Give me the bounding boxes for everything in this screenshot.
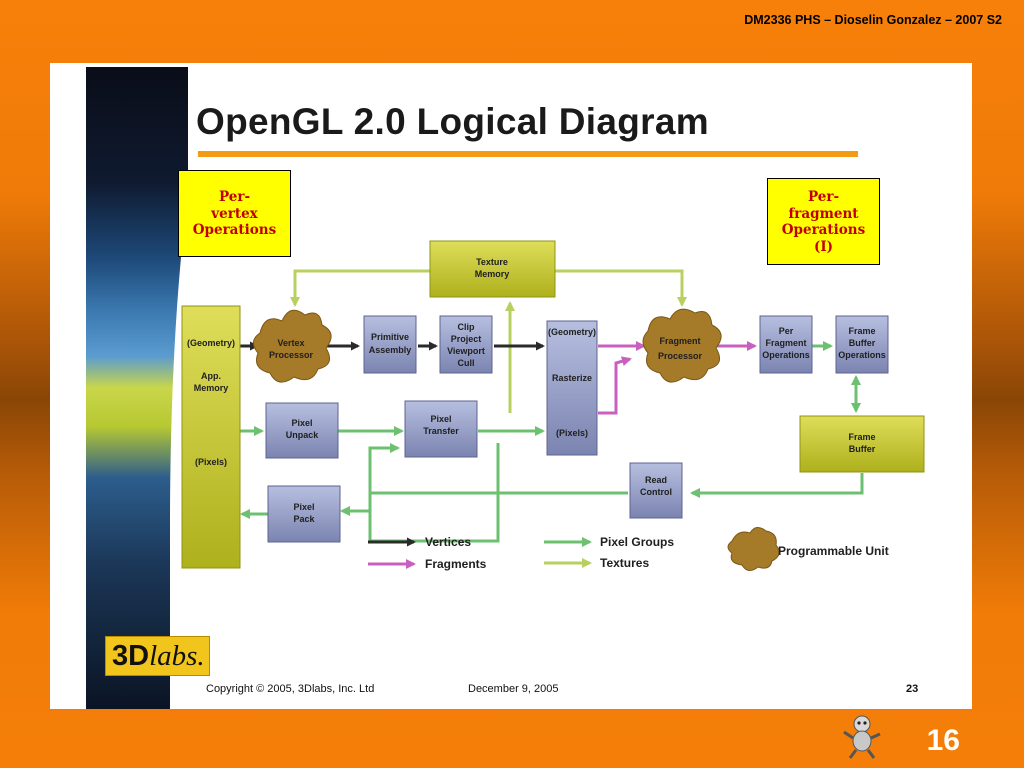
app-memory-node: (Geometry) App. Memory (Pixels) xyxy=(181,305,241,569)
read-control-label-1: Read xyxy=(645,475,667,485)
primitive-assembly-label-2: Assembly xyxy=(369,345,412,355)
pixel-pack-node: Pixel Pack xyxy=(267,485,341,543)
pixel-unpack-label-2: Unpack xyxy=(286,430,320,440)
fragment-processor-label-1: Fragment xyxy=(659,336,700,346)
clip-project-label-2: Project xyxy=(451,334,482,344)
footer-date: December 9, 2005 xyxy=(468,683,559,695)
rasterize-label-pixels: (Pixels) xyxy=(556,428,588,438)
app-memory-label-memory: Memory xyxy=(194,383,229,393)
vertex-processor-node: Vertex Processor xyxy=(253,309,332,383)
legend: Vertices Fragments Pixel Groups Textures… xyxy=(368,527,889,571)
frame-buffer-label-1: Frame xyxy=(848,432,875,442)
frame-buffer-ops-label-3: Operations xyxy=(838,350,886,360)
app-memory-label-pixels: (Pixels) xyxy=(195,457,227,467)
mascot-icon xyxy=(843,715,881,759)
texture-memory-node: Texture Memory xyxy=(429,240,556,298)
title-underline xyxy=(198,151,858,157)
vertex-processor-label-1: Vertex xyxy=(277,338,304,348)
pixel-transfer-node: Pixel Transfer xyxy=(404,400,478,458)
legend-vertices-label: Vertices xyxy=(425,535,471,549)
frame-buffer-ops-label-1: Frame xyxy=(848,326,875,336)
pixel-pack-label-2: Pack xyxy=(293,514,315,524)
clip-project-label-3: Viewport xyxy=(447,346,485,356)
clip-project-label-1: Clip xyxy=(458,322,476,332)
logo-main-text: 3D xyxy=(112,640,150,672)
pixel-transfer-label-1: Pixel xyxy=(430,414,451,424)
rasterize-label-geometry: (Geometry) xyxy=(548,327,596,337)
vertex-processor-label-2: Processor xyxy=(269,350,314,360)
per-fragment-ops-label-3: Operations xyxy=(762,350,810,360)
primitive-assembly-label-1: Primitive xyxy=(371,332,409,342)
pixel-pack-label-1: Pixel xyxy=(293,502,314,512)
legend-fragments-label: Fragments xyxy=(425,557,487,571)
read-control-label-2: Control xyxy=(640,487,672,497)
clip-project-label-4: Cull xyxy=(458,358,475,368)
rasterize-node: (Geometry) Rasterize (Pixels) xyxy=(546,320,598,456)
header-course-line: DM2336 PHS – Dioselin Gonzalez – 2007 S2 xyxy=(744,13,1002,27)
legend-programmable-shape xyxy=(727,527,780,571)
per-fragment-ops-label-2: Fragment xyxy=(765,338,806,348)
fragment-connectors xyxy=(598,341,757,415)
slide-number: 16 xyxy=(926,724,960,757)
frame-buffer-label-2: Buffer xyxy=(849,444,876,454)
pixel-unpack-label-1: Pixel xyxy=(291,418,312,428)
primitive-assembly-node: Primitive Assembly xyxy=(363,315,417,374)
3dlabs-logo: 3Dlabs. xyxy=(105,636,210,676)
footer-page-number: 23 xyxy=(906,683,919,695)
rasterize-label-rasterize: Rasterize xyxy=(552,373,592,383)
fragment-processor-node: Fragment Processor xyxy=(642,308,722,383)
app-memory-label-app: App. xyxy=(201,371,221,381)
logo-italic-text: labs. xyxy=(149,640,205,672)
slide-title: OpenGL 2.0 Logical Diagram xyxy=(196,101,709,142)
per-fragment-ops-label-1: Per xyxy=(779,326,794,336)
frame-buffer-node: Frame Buffer xyxy=(799,415,925,473)
read-control-node: Read Control xyxy=(629,462,683,519)
pixel-transfer-label-2: Transfer xyxy=(423,426,459,436)
legend-pixel-groups-label: Pixel Groups xyxy=(600,535,674,549)
opengl-pipeline-diagram: (Geometry) App. Memory (Pixels) Vertex P… xyxy=(181,240,925,571)
pixel-connectors xyxy=(236,341,864,543)
frame-buffer-ops-label-2: Buffer xyxy=(849,338,876,348)
pixel-unpack-node: Pixel Unpack xyxy=(265,402,339,459)
frame-buffer-ops-node: Frame Buffer Operations xyxy=(835,315,889,374)
per-fragment-ops-node: Per Fragment Operations xyxy=(759,315,813,374)
legend-textures-label: Textures xyxy=(600,556,649,570)
footer-copyright: Copyright © 2005, 3Dlabs, Inc. Ltd xyxy=(206,683,375,695)
fragment-processor-label-2: Processor xyxy=(658,351,703,361)
clip-project-node: Clip Project Viewport Cull xyxy=(439,315,493,374)
texture-connectors xyxy=(290,269,687,413)
texture-memory-label-1: Texture xyxy=(476,257,508,267)
app-memory-label-geometry: (Geometry) xyxy=(187,338,235,348)
legend-programmable-label: Programmable Unit xyxy=(778,544,889,558)
texture-memory-label-2: Memory xyxy=(475,269,510,279)
